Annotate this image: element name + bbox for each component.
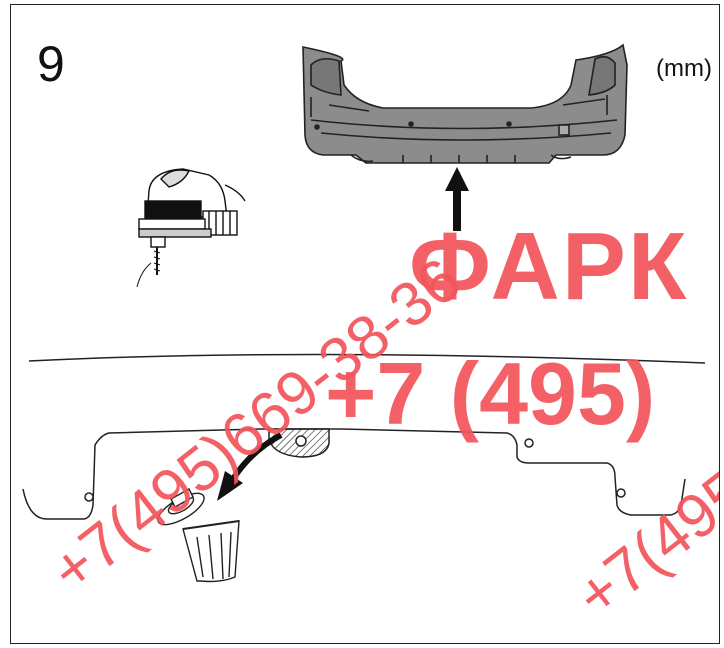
rear-bumper-illustration [302, 43, 628, 164]
unit-label: (mm) [656, 55, 712, 82]
removed-clip-part [268, 428, 330, 458]
illustration-canvas [22, 43, 706, 583]
arrow-up-icon [445, 167, 469, 231]
instruction-panel: 9 (mm) +7(495)669-38-36 ФАРК +7 (495) +7… [10, 4, 720, 644]
step-number: 9 [37, 36, 65, 92]
jigsaw-icon [136, 168, 246, 288]
bumper-cross-section [22, 353, 706, 520]
trash-can-icon [157, 488, 240, 583]
curved-arrow-icon [217, 432, 283, 501]
